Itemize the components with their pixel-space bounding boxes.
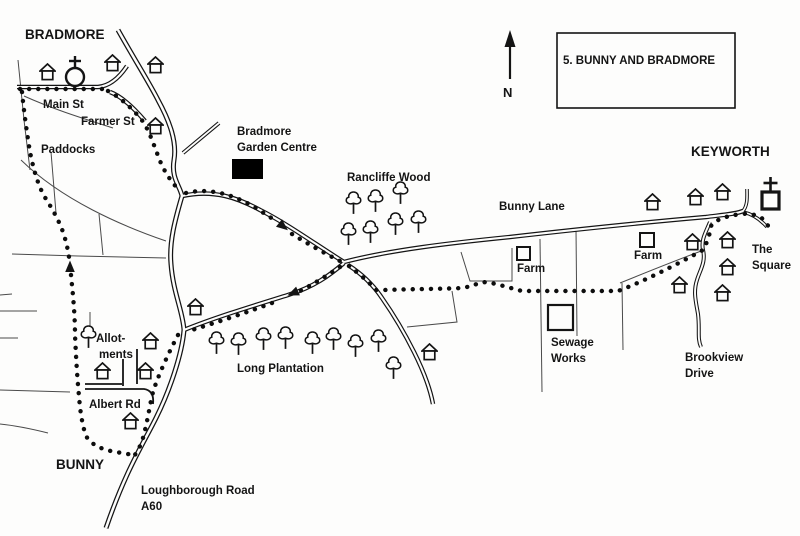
tree-icon (385, 356, 402, 380)
label-farm-west: Farm (517, 263, 545, 275)
house-icon (187, 298, 204, 316)
label-garden-centre-2: Garden Centre (237, 142, 317, 154)
place-labels-layer: BRADMORE Main St Farmer St Paddocks Bradmore… (25, 27, 791, 513)
house-icon (104, 54, 121, 72)
tree-icon (255, 327, 272, 351)
label-loughborough-2: A60 (141, 501, 162, 513)
label-bunny-lane: Bunny Lane (499, 201, 565, 213)
label-the-square-1: The (752, 244, 772, 256)
house-icon (421, 343, 438, 361)
sewage-works-square (546, 303, 575, 332)
house-icon (714, 284, 731, 302)
tree-icon (347, 334, 364, 358)
farm-squares-layer (516, 232, 655, 261)
label-bradmore: BRADMORE (25, 27, 105, 42)
label-albert-rd: Albert Rd (89, 399, 141, 411)
label-the-square-2: Square (752, 260, 791, 272)
route-arrow-icon (65, 260, 75, 272)
label-main-st: Main St (43, 99, 84, 111)
tree-icon (345, 191, 362, 215)
route-arrow-icon (287, 286, 300, 296)
houses-layer (39, 54, 736, 430)
house-icon (684, 233, 701, 251)
tree-icon (370, 329, 387, 353)
label-farm-east: Farm (634, 250, 662, 262)
tree-icon (80, 325, 97, 349)
label-allotments-1: Allot- (96, 333, 126, 345)
label-rancliffe-wood: Rancliffe Wood (347, 172, 430, 184)
tree-icon (340, 222, 357, 246)
label-allotments-2: ments (99, 349, 133, 361)
house-icon (714, 183, 731, 201)
house-icon (644, 193, 661, 211)
farm-square (516, 246, 531, 261)
label-sewage-2: Works (551, 353, 586, 365)
house-icon (142, 332, 159, 350)
label-brookview-2: Drive (685, 368, 714, 380)
map-title-box: 5. BUNNY AND BRADMORE (556, 32, 736, 109)
label-sewage-1: Sewage (551, 337, 594, 349)
trees-layer (80, 181, 427, 380)
tree-icon (325, 327, 342, 351)
tree-icon (277, 326, 294, 350)
map-title: 5. BUNNY AND BRADMORE (563, 55, 715, 67)
house-icon (671, 276, 688, 294)
label-loughborough-1: Loughborough Road (141, 485, 255, 497)
garden-centre-block (232, 159, 263, 179)
house-icon (147, 56, 164, 74)
tree-icon (362, 220, 379, 244)
house-icon (147, 117, 164, 135)
tree-icon (387, 212, 404, 236)
label-brookview-1: Brookview (685, 352, 743, 364)
label-keyworth: KEYWORTH (691, 144, 770, 159)
house-icon (94, 362, 111, 380)
tree-icon (392, 181, 409, 205)
tree-icon (367, 189, 384, 213)
north-arrow-icon: N (503, 30, 516, 100)
label-garden-centre-1: Bradmore (237, 126, 291, 138)
bradmore-church-icon (64, 56, 86, 88)
house-icon (39, 63, 56, 81)
tree-icon (410, 210, 427, 234)
house-icon (137, 362, 154, 380)
keyworth-church-icon (760, 177, 781, 211)
route-direction-arrows (65, 219, 300, 296)
house-icon (719, 258, 736, 276)
tree-icon (230, 332, 247, 356)
house-icon (719, 231, 736, 249)
label-bunny: BUNNY (56, 457, 104, 472)
tree-icon (208, 331, 225, 355)
walking-route-dots (17, 86, 772, 459)
label-farmer-st: Farmer St (81, 116, 135, 128)
house-icon (687, 188, 704, 206)
label-long-plantation: Long Plantation (237, 363, 324, 375)
house-icon (122, 412, 139, 430)
road-fills (17, 29, 768, 529)
north-label: N (503, 85, 512, 100)
route-arrow-icon (275, 219, 288, 231)
label-paddocks: Paddocks (41, 144, 95, 156)
tree-icon (304, 331, 321, 355)
farm-square (639, 232, 655, 248)
